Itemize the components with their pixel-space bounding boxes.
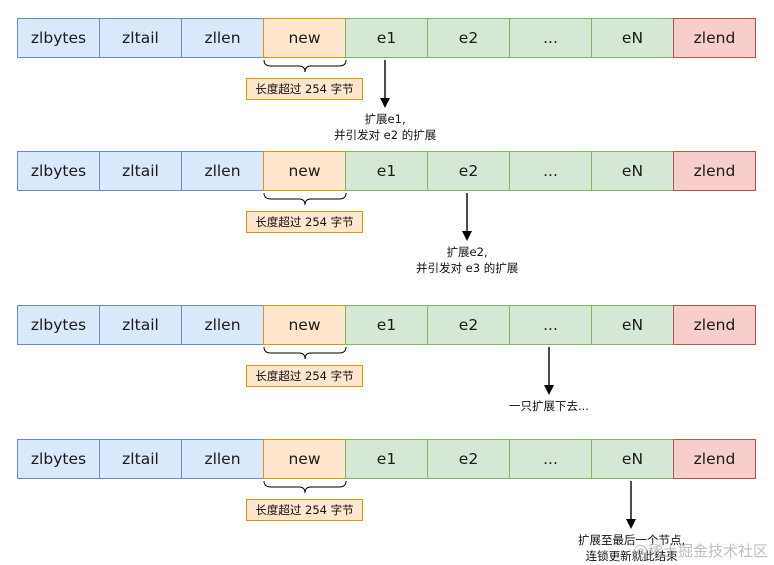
note-line: 连锁更新就此结束 (585, 549, 678, 563)
length-label-2: 长度超过 254 字节 (246, 211, 363, 233)
note-4: 扩展至最后一个节点, 连锁更新就此结束 (578, 532, 685, 564)
cell-ellipsis: ... (509, 18, 592, 58)
brace-1 (263, 59, 347, 73)
length-label-1: 长度超过 254 字节 (246, 78, 363, 100)
cell-e1: e1 (345, 18, 428, 58)
cell-e2: e2 (427, 18, 510, 58)
brace-2 (263, 192, 347, 206)
cell-eN: eN (591, 151, 674, 191)
cell-zlbytes: zlbytes (17, 439, 100, 479)
length-label-3: 长度超过 254 字节 (246, 365, 363, 387)
cell-new: new (263, 305, 346, 345)
cell-zltail: zltail (99, 18, 182, 58)
cell-zlbytes: zlbytes (17, 305, 100, 345)
note-1: 扩展e1, 并引发对 e2 的扩展 (334, 111, 436, 143)
length-label-4: 长度超过 254 字节 (246, 499, 363, 521)
note-line: 扩展e1, (364, 112, 406, 126)
note-2: 扩展e2, 并引发对 e3 的扩展 (416, 244, 518, 276)
note-line: 一只扩展下去... (509, 399, 589, 413)
cell-new: new (263, 151, 346, 191)
cell-zlend: zlend (673, 151, 756, 191)
cell-zllen: zllen (181, 305, 264, 345)
watermark: @稀土掘金技术社区 (632, 542, 768, 560)
cell-zllen: zllen (181, 151, 264, 191)
cell-new: new (263, 18, 346, 58)
cell-eN: eN (591, 439, 674, 479)
cell-zltail: zltail (99, 439, 182, 479)
cell-zllen: zllen (181, 18, 264, 58)
cell-zlend: zlend (673, 18, 756, 58)
cell-zltail: zltail (99, 305, 182, 345)
cell-zlend: zlend (673, 439, 756, 479)
cell-e2: e2 (427, 439, 510, 479)
note-line: 并引发对 e3 的扩展 (416, 261, 519, 275)
cell-ellipsis: ... (509, 151, 592, 191)
note-3: 一只扩展下去... (509, 398, 589, 414)
cell-e2: e2 (427, 305, 510, 345)
cell-zlbytes: zlbytes (17, 18, 100, 58)
cell-zllen: zllen (181, 439, 264, 479)
brace-3 (263, 346, 347, 360)
cell-zltail: zltail (99, 151, 182, 191)
cell-e2: e2 (427, 151, 510, 191)
cell-ellipsis: ... (509, 439, 592, 479)
cell-zlend: zlend (673, 305, 756, 345)
cell-ellipsis: ... (509, 305, 592, 345)
brace-4 (263, 480, 347, 494)
note-line: 扩展至最后一个节点, (578, 533, 686, 547)
cell-e1: e1 (345, 151, 428, 191)
note-line: 并引发对 e2 的扩展 (334, 128, 437, 142)
cell-e1: e1 (345, 439, 428, 479)
cell-zlbytes: zlbytes (17, 151, 100, 191)
note-line: 扩展e2, (446, 245, 488, 259)
cell-eN: eN (591, 18, 674, 58)
cell-e1: e1 (345, 305, 428, 345)
cell-new: new (263, 439, 346, 479)
cell-eN: eN (591, 305, 674, 345)
